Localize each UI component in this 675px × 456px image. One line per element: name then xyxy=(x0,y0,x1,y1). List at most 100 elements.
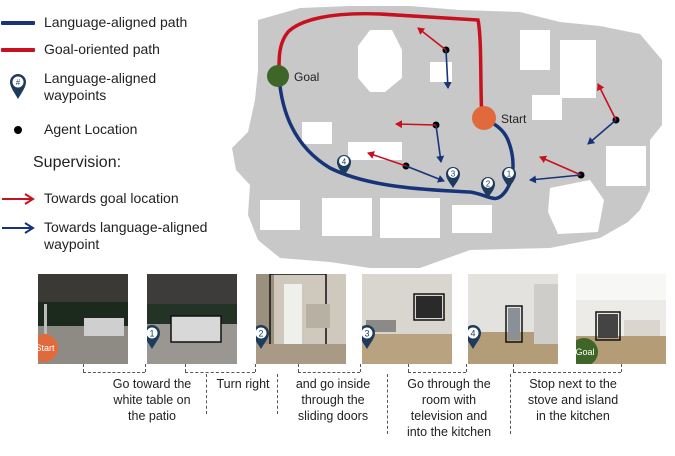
caption-3: and go inside through the sliding doors xyxy=(282,376,384,424)
connector-line xyxy=(621,364,622,372)
frame-waypoint-2: 2 xyxy=(256,274,346,364)
agent-group-4 xyxy=(529,155,585,184)
language-aligned-path xyxy=(277,74,515,201)
legend-language-path-label: Language-aligned path xyxy=(44,14,188,30)
legend-agent-label: Agent Location xyxy=(44,121,138,137)
caption-separator xyxy=(510,374,511,434)
map-waypoint-3-label: 3 xyxy=(451,170,456,179)
connector-line xyxy=(298,364,299,372)
connector-line xyxy=(360,364,361,372)
caption-2: Turn right xyxy=(212,376,274,392)
connector-line xyxy=(408,372,466,373)
connector-line xyxy=(185,372,255,373)
waypoint-pin-icon: 1 xyxy=(147,325,160,349)
frame-waypoint-1-label: 1 xyxy=(149,329,154,339)
frame-waypoint-2-image xyxy=(256,274,346,364)
waypoint-pin-icon: 2 xyxy=(256,325,269,349)
map-start-label: Start xyxy=(501,112,527,126)
map-obstacles xyxy=(260,30,646,238)
legend-waypoints-line2: waypoints xyxy=(44,87,107,103)
caption-5-line3: in the kitchen xyxy=(536,409,610,423)
agent-dot-icon xyxy=(14,125,22,134)
connector-line xyxy=(145,364,146,372)
frame-waypoint-3: 3 xyxy=(362,274,452,364)
caption-separator xyxy=(387,374,388,434)
caption-4-line3: television and xyxy=(410,409,488,423)
waypoint-pin-icon: 4 xyxy=(468,325,481,349)
caption-5: Stop next to the stove and island in the… xyxy=(514,376,632,424)
red-line-swatch xyxy=(1,47,35,52)
frame-goal: Goal xyxy=(576,274,666,364)
frame-start-label: Start xyxy=(38,343,55,353)
goal-arrow xyxy=(539,155,582,176)
goal-marker-icon xyxy=(267,65,289,87)
caption-1: Go toward the white table on the patio xyxy=(100,376,204,424)
waypoint-pin-icon: 3 xyxy=(362,325,375,349)
agent-group-1 xyxy=(417,27,452,89)
frame-waypoint-1: 1 xyxy=(147,274,237,364)
frame-waypoint-1-image xyxy=(147,274,237,364)
legend-towards-waypoint-line1: Towards language-aligned xyxy=(44,219,208,235)
caption-4-line4: into the kitchen xyxy=(406,425,492,439)
frame-goal-label: Goal xyxy=(576,347,595,357)
goal-oriented-path xyxy=(277,11,484,120)
frame-waypoint-4-image xyxy=(468,274,558,364)
legend-towards-goal: Towards goal location xyxy=(0,190,179,207)
waypoint-arrow xyxy=(529,174,582,184)
map-waypoint-4: 4 xyxy=(337,155,351,176)
frame-start-image xyxy=(38,274,128,364)
agent-group-2 xyxy=(395,120,445,163)
connector-line xyxy=(408,364,409,372)
legend-waypoints: # Language-aligned waypoints xyxy=(0,70,156,104)
agent-group-3 xyxy=(367,151,445,183)
frame-waypoint-4: 4 xyxy=(468,274,558,364)
goal-arrow xyxy=(367,151,407,167)
connector-line xyxy=(255,364,256,372)
red-arrow-icon xyxy=(2,192,35,205)
goal-arrow xyxy=(597,83,617,121)
legend-waypoints-line1: Language-aligned xyxy=(44,70,157,86)
frame-start-marker-icon xyxy=(38,334,58,362)
map-waypoint-3: 3 xyxy=(446,167,460,188)
legend-agent: Agent Location xyxy=(0,121,137,138)
connector-line xyxy=(466,364,467,372)
legend-goal-path: Goal-oriented path xyxy=(0,41,160,58)
map-waypoint-2: 2 xyxy=(481,177,495,198)
map-waypoint-2-label: 2 xyxy=(486,180,491,189)
frame-start: Start xyxy=(38,274,128,364)
start-marker-icon xyxy=(472,106,496,130)
frame-waypoint-3-label: 3 xyxy=(364,329,369,339)
legend-towards-waypoint-line2: waypoint xyxy=(44,236,100,252)
caption-2-line1: Turn right xyxy=(216,377,270,391)
agent-group-5 xyxy=(587,83,620,145)
connector-line xyxy=(513,364,514,372)
caption-3-line1: and go inside xyxy=(295,377,371,391)
caption-4: Go through the room with television and … xyxy=(390,376,508,440)
caption-separator xyxy=(206,374,207,414)
supervision-title: Supervision: xyxy=(33,154,122,171)
frame-waypoint-2-label: 2 xyxy=(258,329,263,339)
waypoint-pin-icon: # xyxy=(10,74,26,99)
caption-3-line3: sliding doors xyxy=(297,409,369,423)
caption-1-line2: white table on xyxy=(113,393,191,407)
blue-line-swatch xyxy=(1,20,35,25)
caption-1-line1: Go toward the xyxy=(112,377,192,391)
caption-3-line2: through the xyxy=(301,393,365,407)
waypoint-arrow xyxy=(443,49,452,89)
legend-towards-waypoint: Towards language-aligned waypoint xyxy=(0,219,207,253)
legend-goal-path-label: Goal-oriented path xyxy=(44,41,160,57)
caption-4-line2: room with xyxy=(421,393,477,407)
frame-strip: Start 1 2 xyxy=(0,270,675,456)
connector-line xyxy=(83,372,145,373)
caption-1-line3: the patio xyxy=(128,409,176,423)
goal-arrow xyxy=(417,27,447,51)
frame-waypoint-4-label: 4 xyxy=(470,329,475,339)
waypoint-arrow xyxy=(435,124,445,163)
caption-separator xyxy=(277,374,278,414)
connector-line xyxy=(298,372,360,373)
legend-towards-goal-label: Towards goal location xyxy=(44,190,179,206)
connector-line xyxy=(185,364,186,372)
goal-arrow xyxy=(395,120,437,129)
floor-map: Goal Start 4 3 2 xyxy=(232,6,662,268)
connector-line xyxy=(83,364,84,372)
